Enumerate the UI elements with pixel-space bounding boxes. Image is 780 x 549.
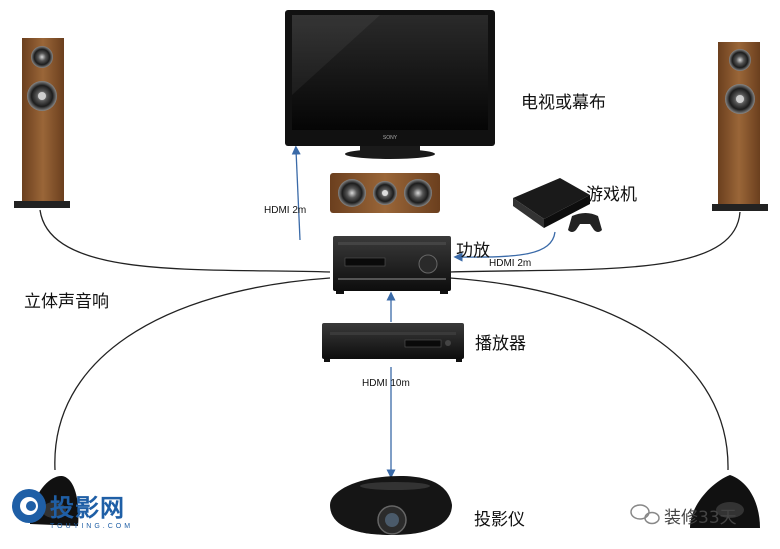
speaker-cables <box>39 209 741 471</box>
center-speaker <box>330 173 440 213</box>
projector <box>330 476 452 535</box>
amp-label: 功放 <box>456 241 490 261</box>
arrow-to-tv <box>291 145 301 241</box>
cable-right-speaker <box>449 211 741 273</box>
tv: SONY <box>285 10 495 159</box>
cable-left-speaker <box>39 209 331 273</box>
hdmi-arrows <box>291 145 556 479</box>
touying-watermark: 投影网 TOUYING.COM <box>50 488 133 530</box>
av-receiver <box>333 236 451 294</box>
touying-watermark-text: 投影网 <box>50 494 125 522</box>
game-hdmi-label: HDMI 2m <box>489 258 532 269</box>
wechat-icon <box>630 504 660 525</box>
touying-logo-icon <box>12 489 46 523</box>
game-console <box>513 178 602 232</box>
cable-left-sub <box>54 277 331 471</box>
projector-hdmi-label: HDMI 10m <box>362 378 410 389</box>
cable-right-sub <box>449 277 729 471</box>
projector-label: 投影仪 <box>474 510 525 530</box>
touying-watermark-sub: TOUYING.COM <box>50 523 134 530</box>
tv-hdmi-label: HDMI 2m <box>264 205 307 216</box>
player-label: 播放器 <box>475 334 526 354</box>
right-sub-speaker <box>690 475 760 528</box>
disc-player <box>322 323 464 362</box>
zhuangxiu-watermark: 装修33天 <box>664 508 737 528</box>
tv-label: 电视或幕布 <box>521 93 606 113</box>
right-tower-speaker <box>712 42 768 211</box>
left-tower-speaker <box>14 38 70 208</box>
game-console-label: 游戏机 <box>586 185 637 205</box>
tv-brand-logo: SONY <box>383 135 398 141</box>
arrow-from-game <box>453 231 556 262</box>
game-controller-icon <box>568 213 602 232</box>
stereo-label: 立体声音响 <box>24 292 109 312</box>
